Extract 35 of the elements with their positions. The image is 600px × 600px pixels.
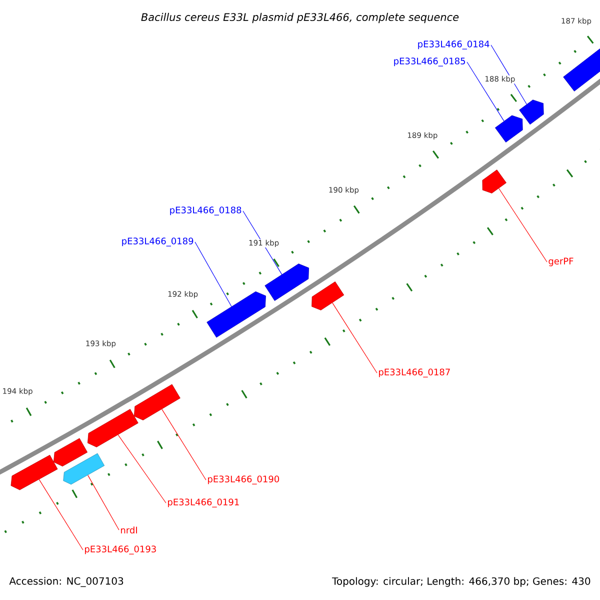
leader-line	[88, 474, 120, 530]
leader-line	[162, 408, 206, 480]
gene-label: pE33L466_0189	[122, 238, 194, 246]
gene-block	[264, 264, 309, 301]
accession-text: Accession: NC_007103	[9, 577, 124, 587]
gene-label: pE33L466_0191	[168, 498, 239, 508]
gene-label: pE33L466_0193	[85, 546, 156, 554]
leader-line	[38, 479, 84, 550]
leader-line	[194, 242, 232, 307]
gene-label: pE33L466_0187	[379, 368, 450, 378]
leader-line	[466, 62, 504, 122]
gene-block	[312, 281, 344, 310]
gene-block	[206, 291, 266, 338]
gene-block	[53, 438, 88, 466]
leader-line	[118, 434, 166, 504]
leader-line	[242, 210, 282, 275]
title: Bacillus cereus E33L plasmid pE33L466, complete sequence	[141, 12, 459, 24]
leader-line	[498, 188, 548, 262]
leader-line	[332, 302, 378, 374]
gene-label: pE33L466_0185	[394, 58, 465, 66]
gene-label: pE33L466_0184	[418, 40, 490, 50]
gene-block	[494, 115, 523, 142]
gene-block	[563, 46, 600, 92]
gene-block	[134, 384, 180, 420]
gene-block	[88, 408, 138, 448]
leader-line	[490, 44, 527, 105]
gene-block	[482, 170, 506, 194]
gene-label: pE33L466_0188	[170, 206, 242, 216]
gene-label: gerPF	[548, 258, 574, 266]
gene-block	[10, 454, 58, 490]
summary-text: Topology: circular; Length: 466,370 bp; Genes: 430	[332, 577, 590, 587]
gene-block	[519, 100, 544, 125]
gene-block	[63, 453, 105, 485]
gene-label: nrdI	[121, 526, 137, 534]
gene-label: pE33L466_0190	[208, 476, 280, 484]
